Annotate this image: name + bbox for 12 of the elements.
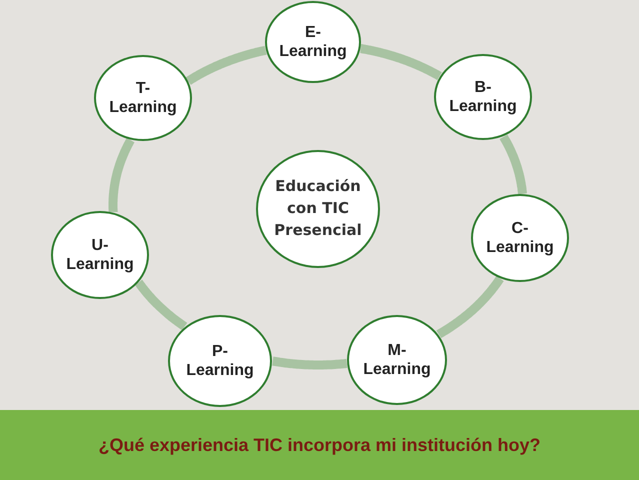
question-text: ¿Qué experiencia TIC incorpora mi institución hoy?	[98, 434, 541, 456]
node-label: E- Learning	[278, 22, 348, 62]
node-label: Educación con TIC Presencial	[273, 176, 363, 241]
node-label: T- Learning	[108, 78, 178, 118]
node-label: M- Learning	[362, 340, 432, 380]
ring-connector	[435, 274, 504, 338]
footer-band	[0, 410, 639, 480]
node-label: C- Learning	[485, 218, 555, 258]
ring-connector	[134, 278, 188, 330]
node-label: B- Learning	[448, 78, 518, 116]
node-label: P- Learning	[185, 342, 255, 380]
node-label: U- Learning	[65, 236, 135, 274]
